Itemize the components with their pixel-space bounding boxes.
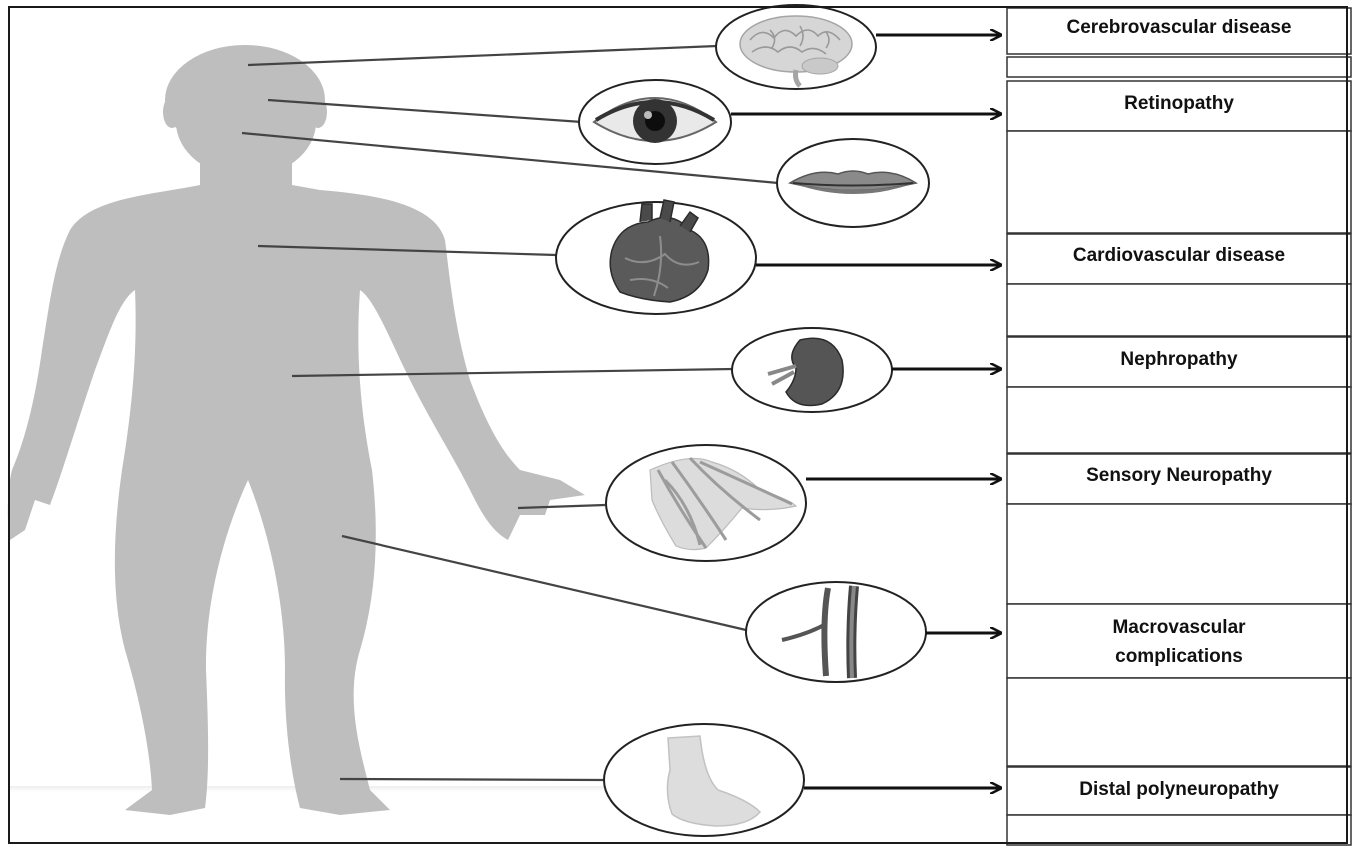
label-cerebrovascular-disease: Cerebrovascular disease [1007, 14, 1351, 42]
label-sensory-neuropathy: Sensory Neuropathy [1007, 462, 1351, 490]
label-distal-polyneuropathy: Distal polyneuropathy [1007, 776, 1351, 804]
label-nephropathy: Nephropathy [1007, 346, 1351, 374]
label-macrovascular-line1: Macrovascular [1007, 614, 1351, 642]
label-macrovascular-line2: complications [1007, 643, 1351, 671]
diagram-frame [8, 6, 1348, 844]
label-retinopathy: Retinopathy [1007, 90, 1351, 118]
label-cardiovascular-disease: Cardiovascular disease [1007, 242, 1351, 270]
